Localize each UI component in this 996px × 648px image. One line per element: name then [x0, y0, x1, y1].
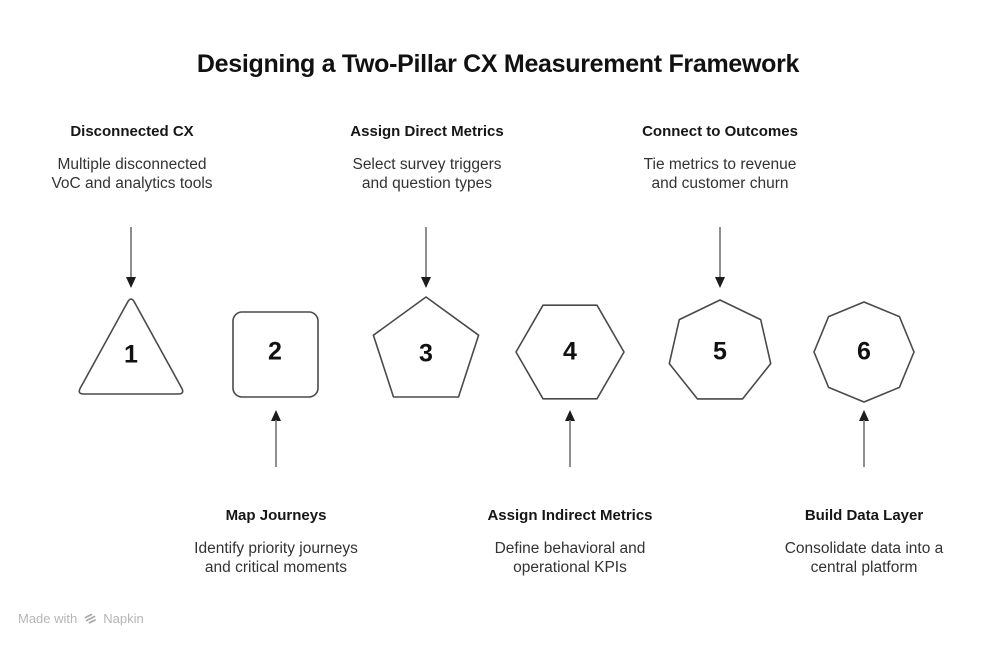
label-step1-desc: Multiple disconnected VoC and analytics … — [51, 156, 213, 192]
label-step6-heading: Build Data Layer — [804, 507, 924, 524]
step-number-4: 4 — [563, 337, 577, 366]
triangle-shape — [78, 298, 184, 395]
label-step3-desc: Select survey triggers and question type… — [352, 156, 502, 192]
label-step3-heading: Assign Direct Metrics — [350, 123, 504, 140]
label-step6: Build Data Layer Consolidate data into a… — [785, 507, 944, 577]
arrow-down-step3 — [421, 227, 431, 288]
diagram-title: Designing a Two-Pillar CX Measurement Fr… — [196, 50, 800, 78]
hexagon-shape — [515, 304, 625, 400]
napkin-logo-icon — [84, 613, 97, 624]
arrow-down-step1 — [126, 227, 136, 288]
napkin-brand-text: Napkin — [103, 611, 144, 626]
made-with-napkin-watermark[interactable]: Made with Napkin — [18, 611, 144, 626]
label-step3: Assign Direct Metrics Select survey trig… — [350, 123, 503, 193]
pentagon-shape — [372, 296, 480, 398]
label-step4-desc: Define behavioral and operational KPIs — [494, 540, 646, 576]
step-number-3: 3 — [419, 339, 433, 368]
step-number-2: 2 — [268, 337, 282, 366]
step-number-6: 6 — [857, 337, 871, 366]
arrow-down-step5 — [715, 227, 725, 288]
step-number-5: 5 — [713, 337, 727, 366]
made-with-text: Made with — [18, 611, 78, 626]
label-step5-heading: Connect to Outcomes — [642, 123, 798, 140]
label-step1-heading: Disconnected CX — [70, 123, 194, 140]
label-step4: Assign Indirect Metrics Define behaviora… — [487, 507, 652, 577]
step-number-1: 1 — [124, 340, 138, 369]
square-shape — [232, 311, 319, 398]
octagon-shape — [813, 301, 915, 403]
label-step5-desc: Tie metrics to revenue and customer chur… — [643, 156, 797, 192]
label-step2: Map Journeys Identify priority journeys … — [194, 507, 358, 577]
label-step1: Disconnected CX Multiple disconnected Vo… — [51, 123, 212, 193]
label-step6-desc: Consolidate data into a central platform — [784, 540, 944, 576]
arrow-up-step6 — [859, 410, 869, 467]
arrow-up-step4 — [565, 410, 575, 467]
label-step4-heading: Assign Indirect Metrics — [487, 507, 653, 524]
heptagon-shape — [668, 299, 772, 400]
arrow-up-step2 — [271, 410, 281, 467]
label-step2-heading: Map Journeys — [225, 507, 327, 524]
label-step5: Connect to Outcomes Tie metrics to reven… — [642, 123, 798, 193]
label-step2-desc: Identify priority journeys and critical … — [194, 540, 358, 576]
